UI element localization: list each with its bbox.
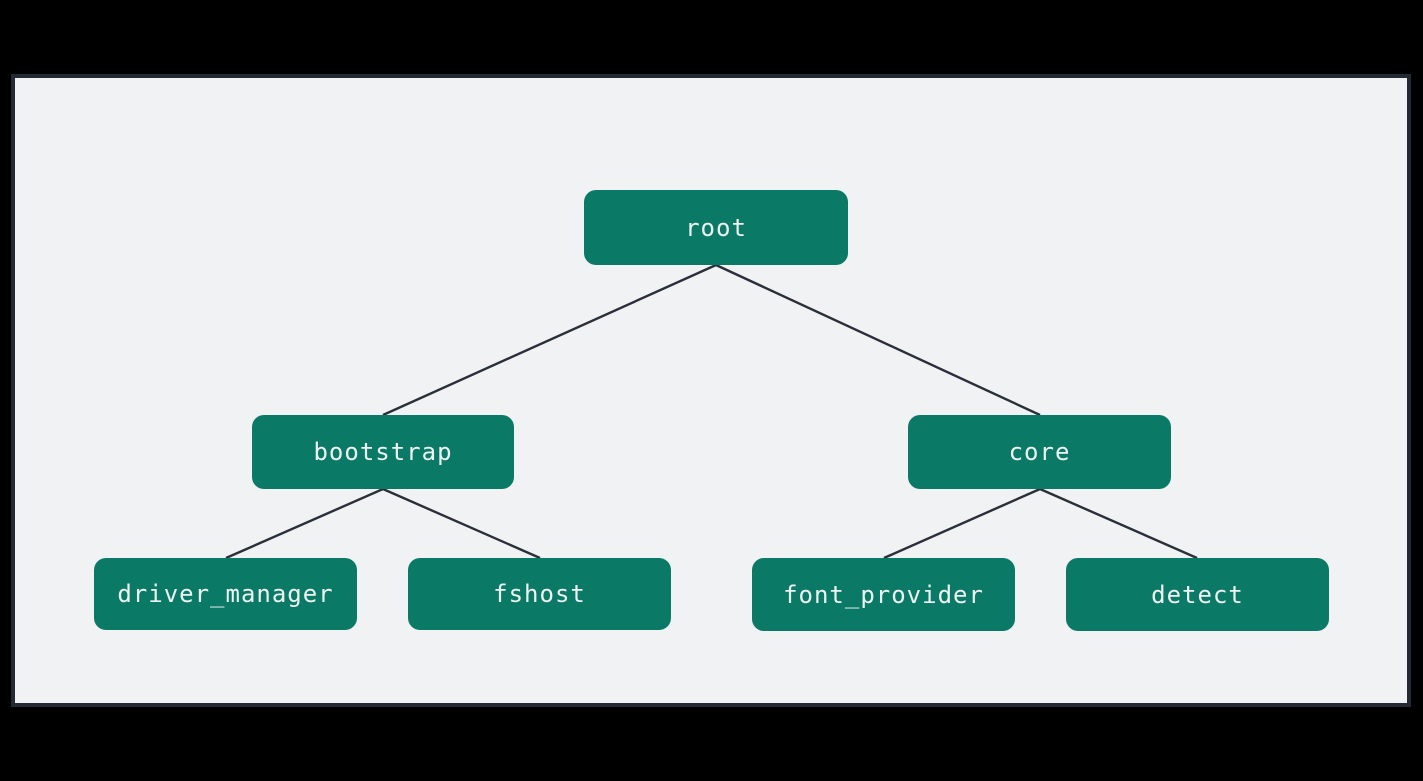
tree-node-label: bootstrap: [313, 438, 453, 466]
tree-node-label: driver_manager: [117, 580, 334, 608]
tree-node-font_provider[interactable]: font_provider: [752, 558, 1015, 631]
tree-node-detect[interactable]: detect: [1066, 558, 1329, 631]
tree-node-bootstrap[interactable]: bootstrap: [252, 415, 514, 489]
tree-node-label: font_provider: [783, 580, 984, 609]
tree-node-label: root: [685, 213, 747, 242]
tree-node-label: detect: [1151, 580, 1244, 609]
tree-node-fshost[interactable]: fshost: [408, 558, 671, 630]
tree-node-core[interactable]: core: [908, 415, 1171, 489]
tree-node-driver_manager[interactable]: driver_manager: [94, 558, 357, 630]
tree-node-label: fshost: [493, 580, 586, 608]
tree-node-root[interactable]: root: [584, 190, 848, 265]
tree-node-label: core: [1008, 438, 1071, 466]
